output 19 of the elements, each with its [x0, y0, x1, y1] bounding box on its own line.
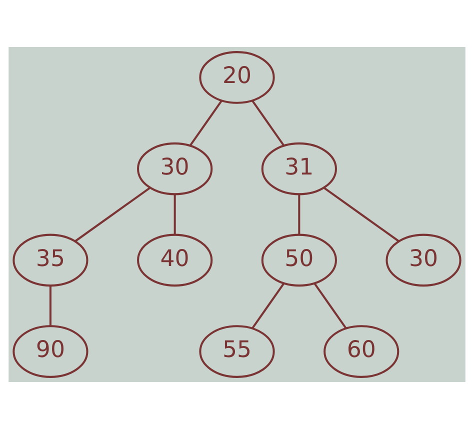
node-ellipse: 60	[324, 325, 400, 378]
connector	[74, 187, 150, 242]
node-ellipse: 30	[386, 234, 462, 287]
connector	[252, 282, 285, 329]
connector	[324, 187, 400, 242]
connector	[49, 286, 52, 326]
node-ellipse: 35	[12, 234, 88, 287]
node-ellipse: 50	[261, 234, 337, 287]
connector	[298, 194, 300, 235]
connector	[314, 282, 347, 329]
connector	[174, 194, 176, 235]
node-ellipse: 55	[199, 325, 275, 378]
node-ellipse: 90	[12, 325, 88, 378]
connector	[252, 100, 284, 146]
node-ellipse: 31	[261, 142, 337, 196]
node-ellipse: 20	[199, 51, 275, 104]
node-ellipse: 30	[137, 142, 213, 196]
node-ellipse: 40	[137, 234, 213, 287]
connector	[190, 100, 222, 146]
